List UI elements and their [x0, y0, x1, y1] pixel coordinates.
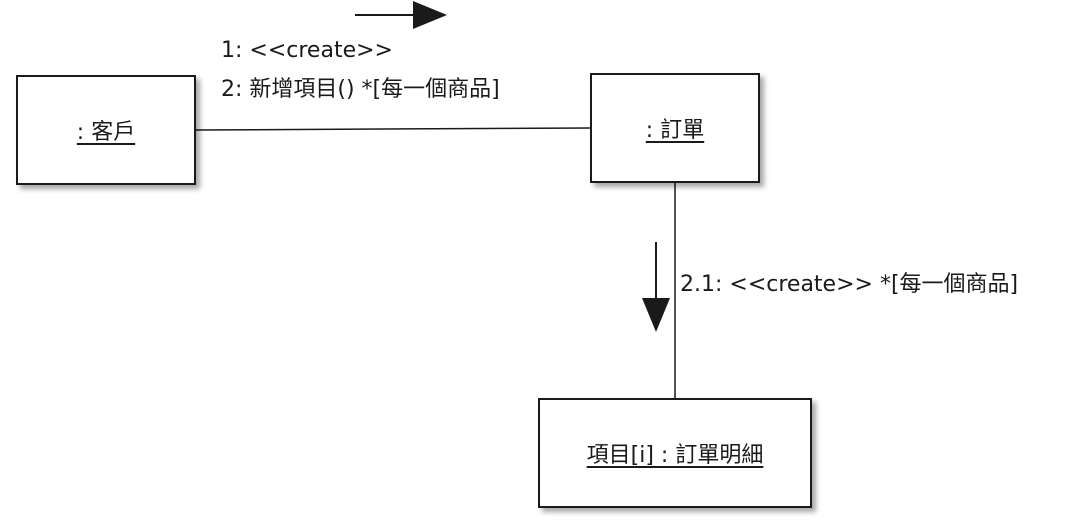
message-arrow-right-icon [355, 1, 447, 29]
message-arrow-down-icon [642, 242, 670, 332]
object-order-item: 項目[i] : 訂單明細 [538, 398, 812, 508]
message-2-1-label: 2.1: <<create>> *[每一個商品] [680, 272, 1019, 297]
link-customer-order [195, 127, 591, 131]
object-order: : 訂單 [590, 73, 760, 183]
object-customer: : 客戶 [16, 75, 196, 185]
message-1-label: 1: <<create>> [221, 38, 393, 63]
message-2-label: 2: 新增項目() *[每一個商品] [221, 77, 500, 102]
object-order-item-label: 項目[i] : 訂單明細 [586, 443, 764, 468]
object-customer-label: : 客戶 [76, 120, 136, 145]
object-order-label: : 訂單 [645, 118, 705, 143]
